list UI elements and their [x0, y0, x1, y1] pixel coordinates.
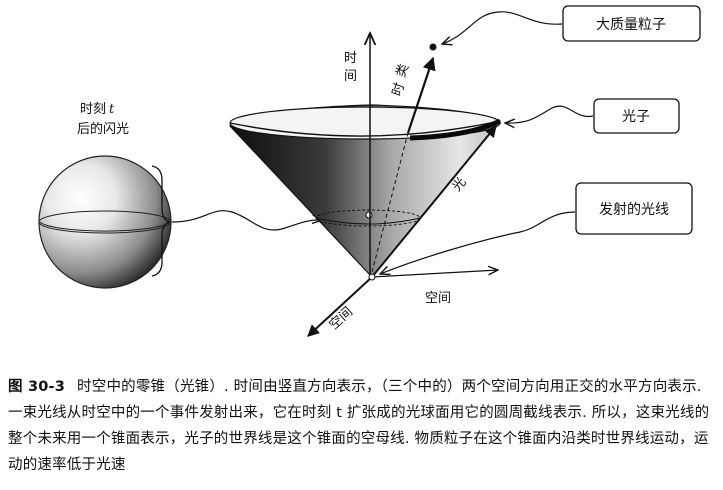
space-axis-right-label: 空间	[425, 291, 451, 306]
timelike-label: 类 时	[390, 62, 413, 98]
time-axis-label-1: 时	[344, 51, 357, 66]
svg-text:时: 时	[390, 81, 409, 98]
cone-apex-event	[368, 273, 376, 281]
light-sphere	[38, 155, 172, 289]
caption-text: 时空中的零锥（光锥）. 时间由竖直方向表示，（三个中的）两个空间方向用正交的水平…	[8, 379, 710, 473]
svg-text:类: 类	[394, 62, 413, 79]
callout-massive-particle: 大质量粒子	[442, 5, 701, 44]
svg-text:发射的光线: 发射的光线	[599, 202, 669, 218]
flash-label-line2: 后的闪光	[77, 121, 129, 137]
svg-text:光子: 光子	[622, 109, 650, 125]
space-axis-left	[307, 276, 373, 337]
callout-photon: 光子	[505, 98, 680, 134]
sphere-brace	[151, 165, 171, 277]
light-cone	[229, 104, 502, 278]
callout-emitted-light: 发射的光线	[380, 182, 693, 274]
space-axis-right	[371, 270, 498, 278]
svg-text:大质量粒子: 大质量粒子	[596, 17, 666, 33]
caption-figure-number: 图 30-3	[8, 379, 66, 395]
time-axis-label-2: 间	[344, 69, 357, 84]
brace-to-section-connector	[171, 210, 322, 231]
photon-worldline	[371, 125, 497, 278]
massive-particle-dot	[429, 43, 437, 51]
hidden-timelike-worldline	[371, 132, 409, 273]
sphere-equator	[38, 210, 172, 234]
space-axis-left-label: 空间	[327, 304, 356, 333]
timelike-worldline	[406, 56, 436, 134]
